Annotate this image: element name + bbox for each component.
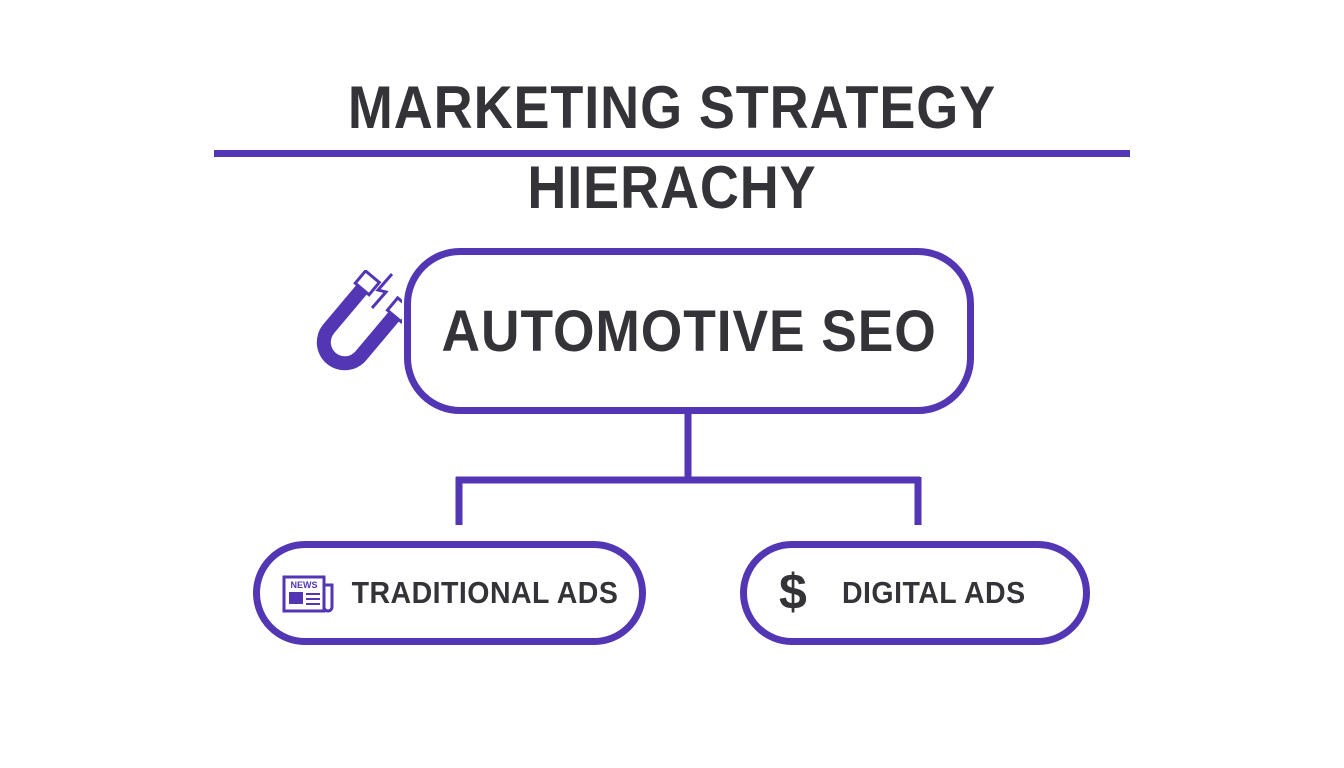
node-automotive-seo: AUTOMOTIVE SEO — [404, 248, 974, 414]
node-traditional-ads-label: TRADITIONAL ADS — [351, 575, 618, 610]
node-digital-ads-label: DIGITAL ADS — [842, 575, 1026, 610]
page-title: MARKETING STRATEGY HIERACHY — [347, 74, 997, 221]
newspaper-icon: NEWS — [282, 575, 334, 613]
node-digital-ads: $ DIGITAL ADS — [740, 541, 1090, 645]
magnet-icon — [316, 270, 402, 371]
dollar-icon: $ — [779, 564, 807, 620]
title-underline — [214, 150, 1130, 157]
node-traditional-ads: NEWS TRADITIONAL ADS — [253, 541, 646, 645]
newspaper-icon-text: NEWS — [291, 580, 318, 590]
node-automotive-seo-label: AUTOMOTIVE SEO — [441, 298, 937, 364]
